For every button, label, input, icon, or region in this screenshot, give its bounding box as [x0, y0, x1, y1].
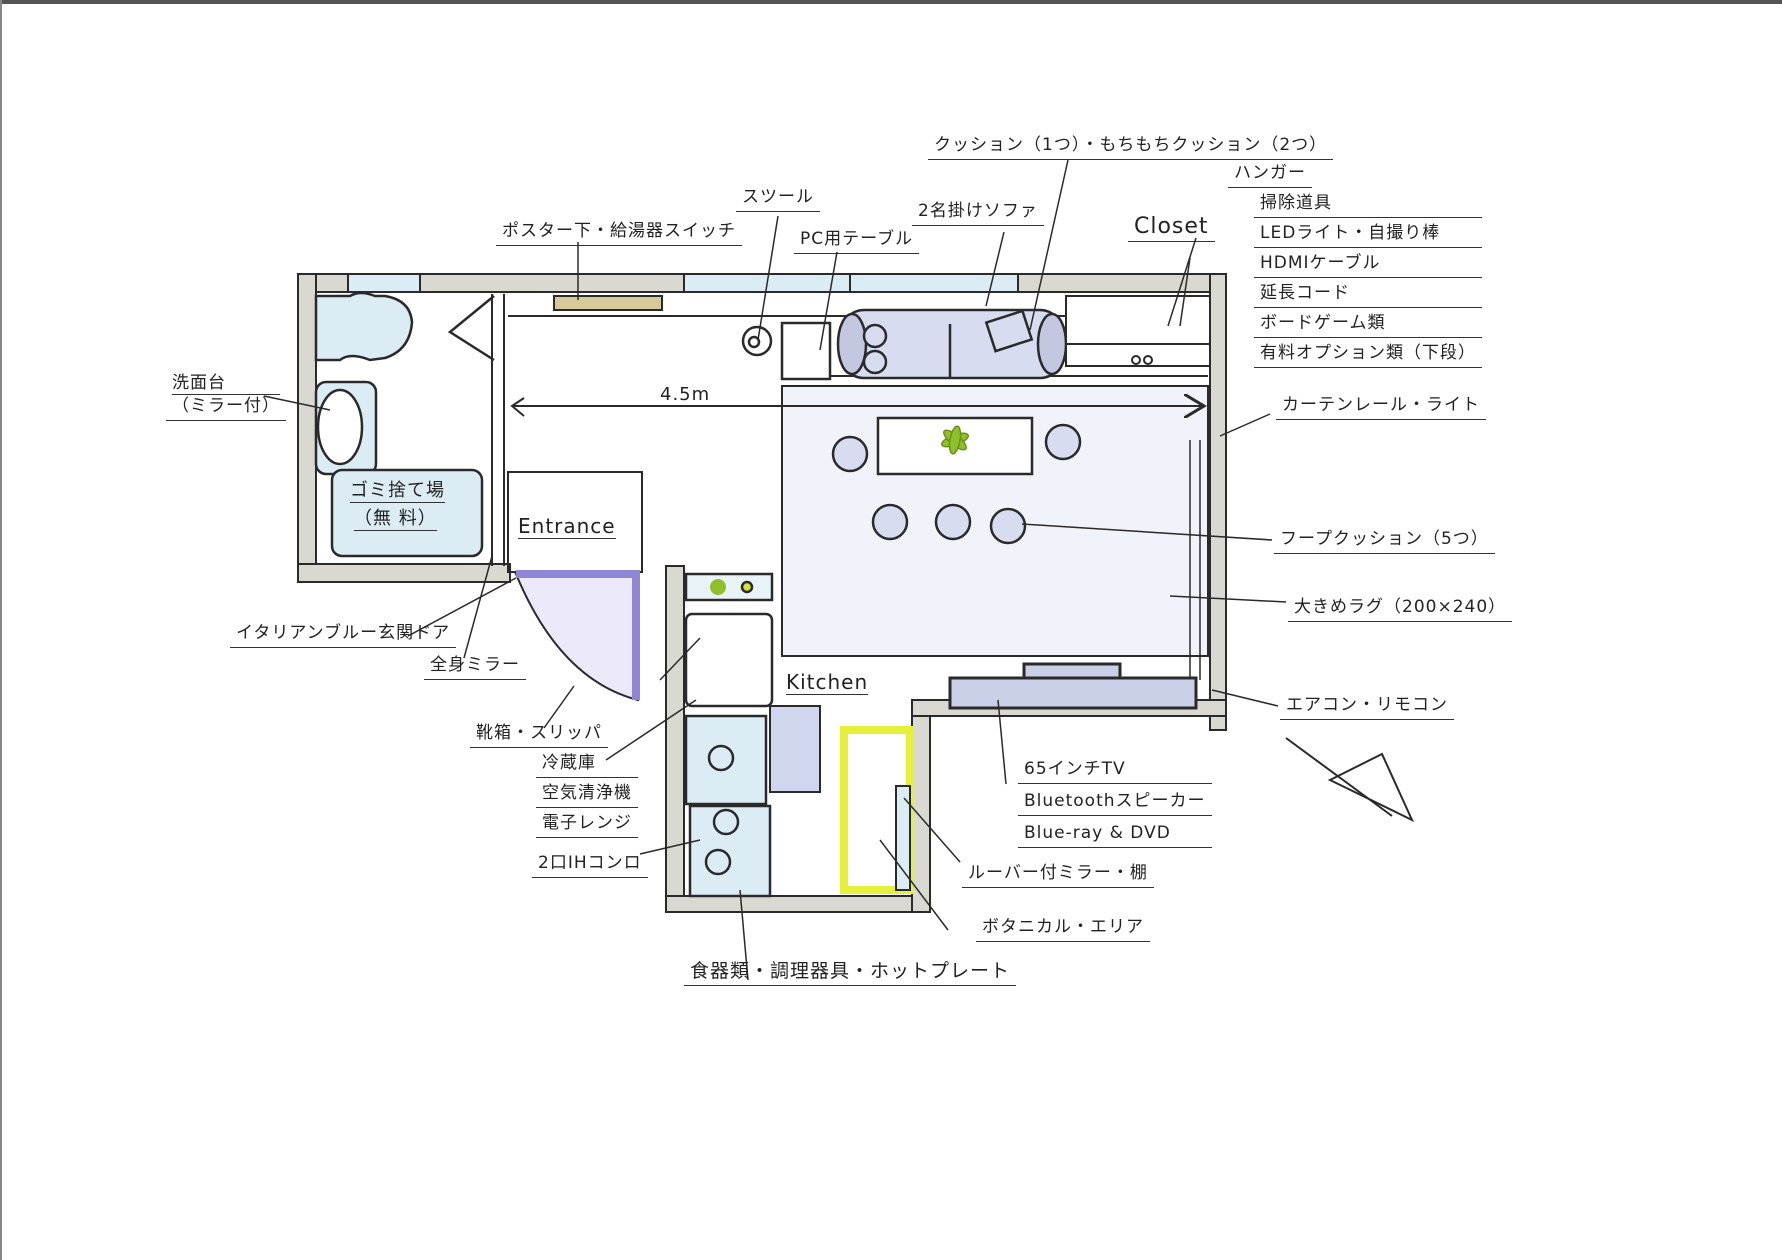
- washbasin-line2: （ミラー付）: [172, 396, 280, 416]
- room-label-entrance: Entrance: [518, 514, 616, 539]
- tv-item: Blue-ray & DVD: [1018, 822, 1212, 848]
- closet-item: LEDライト・自撮り棒: [1254, 222, 1482, 248]
- appliance-item: 空気清浄機: [536, 782, 638, 808]
- label-stool: スツール: [736, 186, 820, 212]
- closet-item: HDMIケーブル: [1254, 252, 1482, 278]
- louver-mirror: [895, 785, 911, 891]
- label-door: イタリアンブルー玄関ドア: [230, 622, 457, 648]
- scan-left-edge: [0, 0, 2, 1260]
- label-poster-switch: ポスター下・給湯器スイッチ: [496, 220, 742, 246]
- label-ih-stove: 2口IHコンロ: [532, 852, 648, 878]
- closet-item: 有料オプション類（下段）: [1254, 342, 1482, 368]
- label-pc-table: PC用テーブル: [794, 228, 920, 254]
- north-arrow-icon: [1285, 737, 1415, 823]
- label-sofa: 2名掛けソファ: [912, 200, 1044, 226]
- tv-stand: [948, 662, 1198, 710]
- bathroom: [314, 291, 505, 566]
- entrance-area: [507, 471, 643, 702]
- label-curtain-rail: カーテンレール・ライト: [1276, 394, 1486, 420]
- closet: [1065, 295, 1211, 367]
- leader-lines: [263, 159, 1287, 981]
- plant: [940, 425, 970, 455]
- outer-walls: [297, 273, 1227, 913]
- toilet: [314, 291, 414, 362]
- closet-item: 掃除道具: [1254, 192, 1482, 218]
- appliance-item: 冷蔵庫: [536, 752, 638, 778]
- dimension-label: 4.5m: [660, 384, 711, 405]
- tv-item: 65インチTV: [1018, 758, 1212, 784]
- coffee-table-area: [831, 416, 1082, 545]
- living-furniture: [741, 308, 1068, 381]
- label-full-mirror: 全身ミラー: [424, 654, 526, 680]
- closet-item: 延長コード: [1254, 282, 1482, 308]
- label-botanical: ボタニカル・エリア: [976, 916, 1150, 942]
- closet-item: ボードゲーム類: [1254, 312, 1482, 338]
- tv-item: Bluetoothスピーカー: [1018, 790, 1212, 816]
- tv-items-list: 65インチTV Bluetoothスピーカー Blue-ray & DVD: [1018, 758, 1212, 848]
- appliances-list: 冷蔵庫 空気清浄機 電子レンジ: [536, 752, 638, 838]
- label-washbasin: 洗面台 （ミラー付）: [166, 372, 286, 421]
- room-label-kitchen: Kitchen: [786, 670, 869, 695]
- pc-table: [780, 321, 832, 381]
- kitchen-counter: [684, 572, 821, 898]
- label-hoop-cushion: フープクッション（5つ）: [1274, 528, 1495, 554]
- scan-top-edge: [0, 0, 1782, 4]
- poster: [553, 295, 663, 311]
- label-cushions: クッション（1つ）・もちもちクッション（2つ）: [928, 134, 1334, 160]
- washbasin-bowl: [316, 388, 364, 466]
- label-tableware: 食器類・調理器具・ホットプレート: [684, 960, 1017, 986]
- label-closet: Closet: [1128, 216, 1215, 242]
- door-leaf-top: [516, 570, 640, 578]
- garbage-label-line2: （無 料）: [354, 504, 437, 531]
- label-shoe-box: 靴箱・スリッパ: [470, 722, 608, 748]
- garbage-area: [330, 468, 484, 558]
- washbasin-line1: 洗面台: [172, 372, 280, 395]
- stool: [741, 325, 773, 357]
- label-louver-mirror: ルーバー付ミラー・棚: [962, 862, 1154, 888]
- appliance-item: 電子レンジ: [536, 812, 638, 838]
- closet-items-list: 掃除道具 LEDライト・自撮り棒 HDMIケーブル 延長コード ボードゲーム類 …: [1254, 192, 1482, 368]
- label-hanger: ハンガー: [1228, 162, 1312, 188]
- label-rug: 大きめラグ（200×240）: [1288, 596, 1513, 622]
- garbage-label-line1: ゴミ捨て場: [350, 476, 445, 503]
- label-aircon: エアコン・リモコン: [1280, 694, 1454, 720]
- door-leaf-side: [632, 576, 640, 700]
